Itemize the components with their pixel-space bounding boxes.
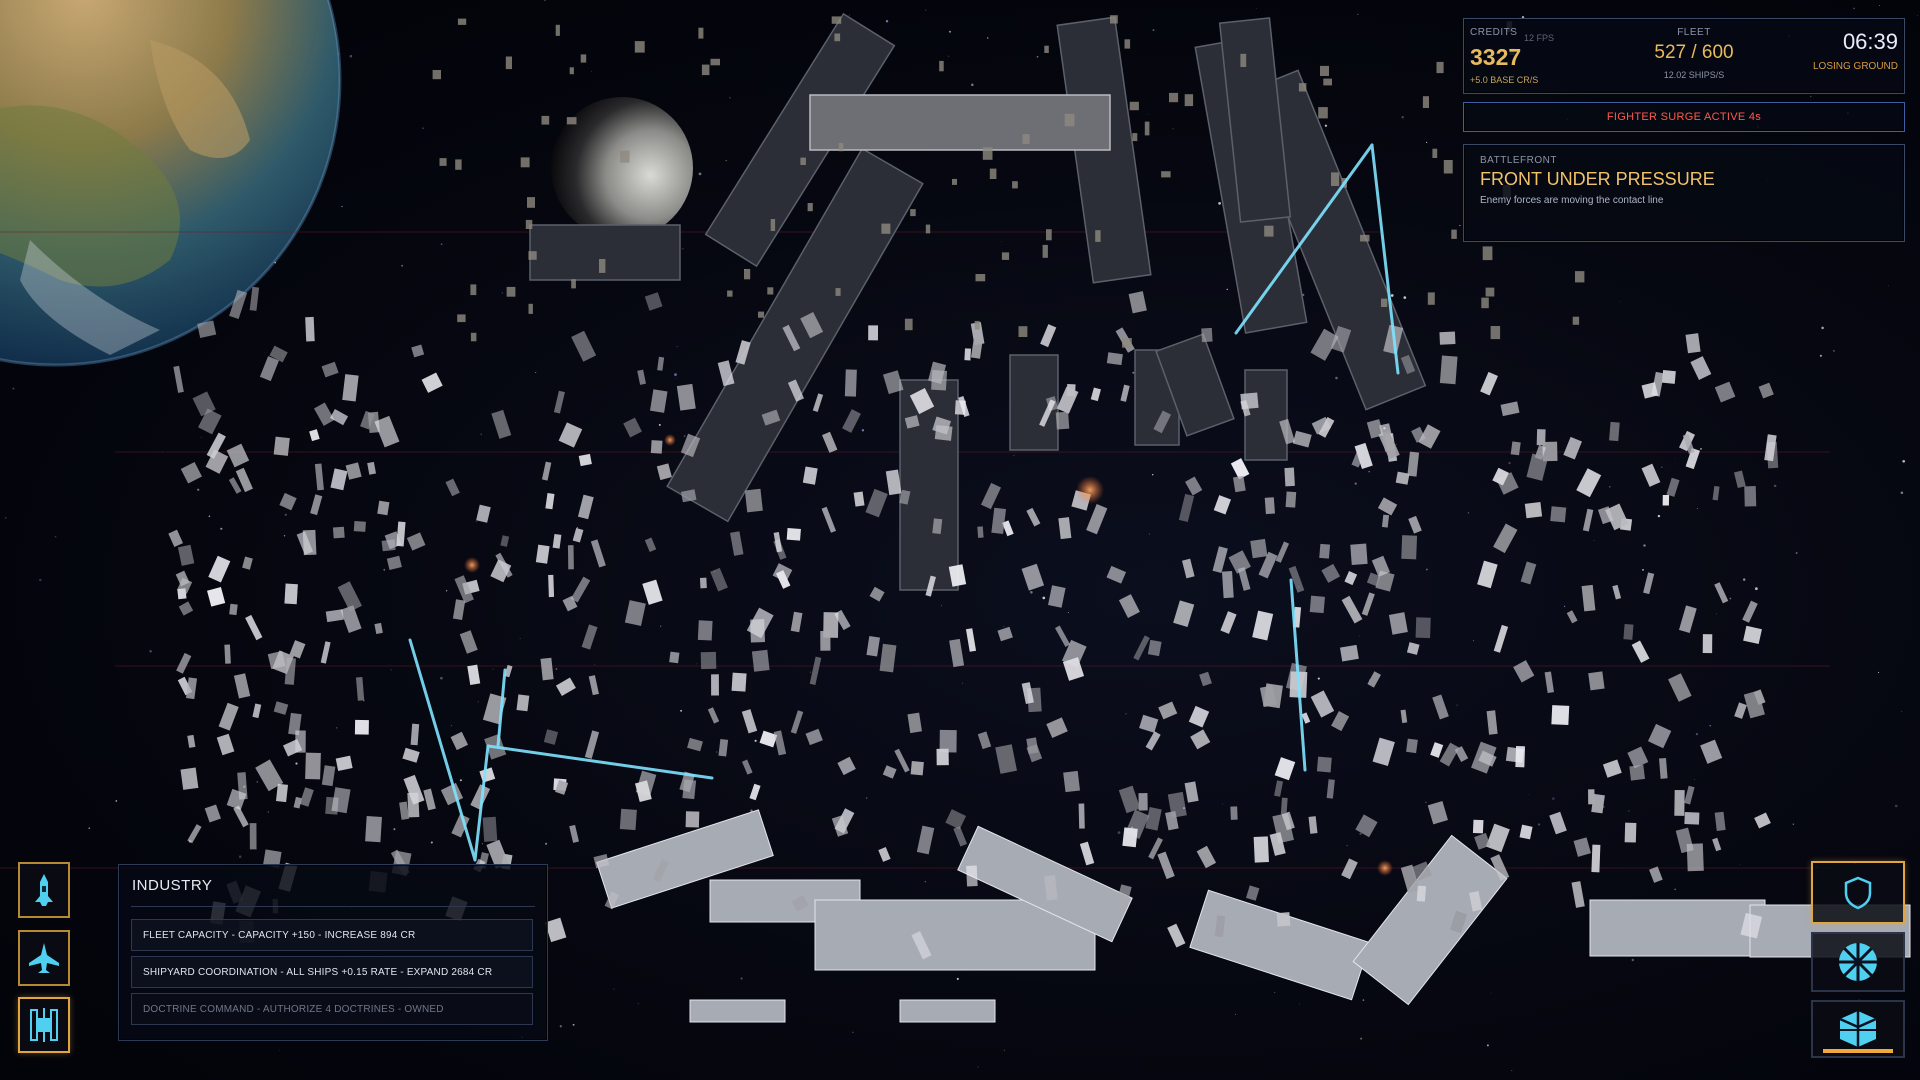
battlefront-subtitle: Enemy forces are moving the contact line xyxy=(1480,195,1664,206)
laser-beams xyxy=(408,143,1400,862)
shield-ability-button[interactable] xyxy=(1811,861,1905,924)
resource-stats-panel: CREDITS 3327 +5.0 BASE CR/S 12 FPS FLEET… xyxy=(1463,18,1905,94)
industry-panel: INDUSTRY FLEET CAPACITY - CAPACITY +150 … xyxy=(118,864,548,1041)
industry-divider xyxy=(131,906,535,907)
cube-icon xyxy=(1839,1011,1877,1047)
fps-readout: 12 FPS xyxy=(1524,33,1555,43)
credits-rate: +5.0 BASE CR/S xyxy=(1470,75,1539,85)
industry-title: INDUSTRY xyxy=(132,877,213,894)
match-timer-block: 06:39 LOSING GROUND xyxy=(1813,29,1898,72)
fleet-label: FLEET xyxy=(1677,27,1711,38)
corvette-icon xyxy=(35,874,53,906)
fighter-icon xyxy=(29,943,59,973)
battlefront-title: FRONT UNDER PRESSURE xyxy=(1480,169,1715,189)
battle-status: LOSING GROUND xyxy=(1812,61,1898,72)
fleet-rate: 12.02 SHIPS/S xyxy=(1663,70,1725,80)
industry-category-button[interactable] xyxy=(18,997,70,1053)
wheel-ability-button[interactable] xyxy=(1811,932,1905,992)
fighter-category-button[interactable] xyxy=(18,930,70,986)
credits-block: CREDITS 3327 +5.0 BASE CR/S xyxy=(1470,27,1538,85)
credits-value: 3327 xyxy=(1470,44,1522,70)
cooldown-bar xyxy=(1823,1049,1893,1053)
corvette-category-button[interactable] xyxy=(18,862,70,918)
upgrade-fleet-capacity[interactable]: FLEET CAPACITY - CAPACITY +150 - INCREAS… xyxy=(131,919,533,951)
station-icon xyxy=(30,1008,58,1042)
match-timer: 06:39 xyxy=(1842,29,1898,54)
planet xyxy=(0,0,342,367)
battlefront-label: BATTLEFRONT xyxy=(1480,155,1557,166)
wheel-icon xyxy=(1839,943,1877,981)
cube-ability-button[interactable] xyxy=(1811,1000,1905,1058)
fighter-swarm xyxy=(168,15,1779,960)
fighter-surge-banner: FIGHTER SURGE ACTIVE 4s xyxy=(1463,102,1905,132)
upgrade-shipyard-coordination[interactable]: SHIPYARD COORDINATION - ALL SHIPS +0.15 … xyxy=(131,956,533,988)
upgrade-doctrine-command[interactable]: DOCTRINE COMMAND - AUTHORIZE 4 DOCTRINES… xyxy=(131,993,533,1025)
fleet-block: FLEET 527 / 600 12.02 SHIPS/S xyxy=(1634,27,1754,80)
credits-label: CREDITS xyxy=(1470,27,1518,38)
shield-icon xyxy=(1844,876,1872,909)
fleet-value: 527 / 600 xyxy=(1654,42,1734,63)
battlefront-panel: BATTLEFRONT FRONT UNDER PRESSURE Enemy f… xyxy=(1463,144,1905,242)
capital-ships xyxy=(529,12,1427,591)
moon xyxy=(551,97,693,239)
